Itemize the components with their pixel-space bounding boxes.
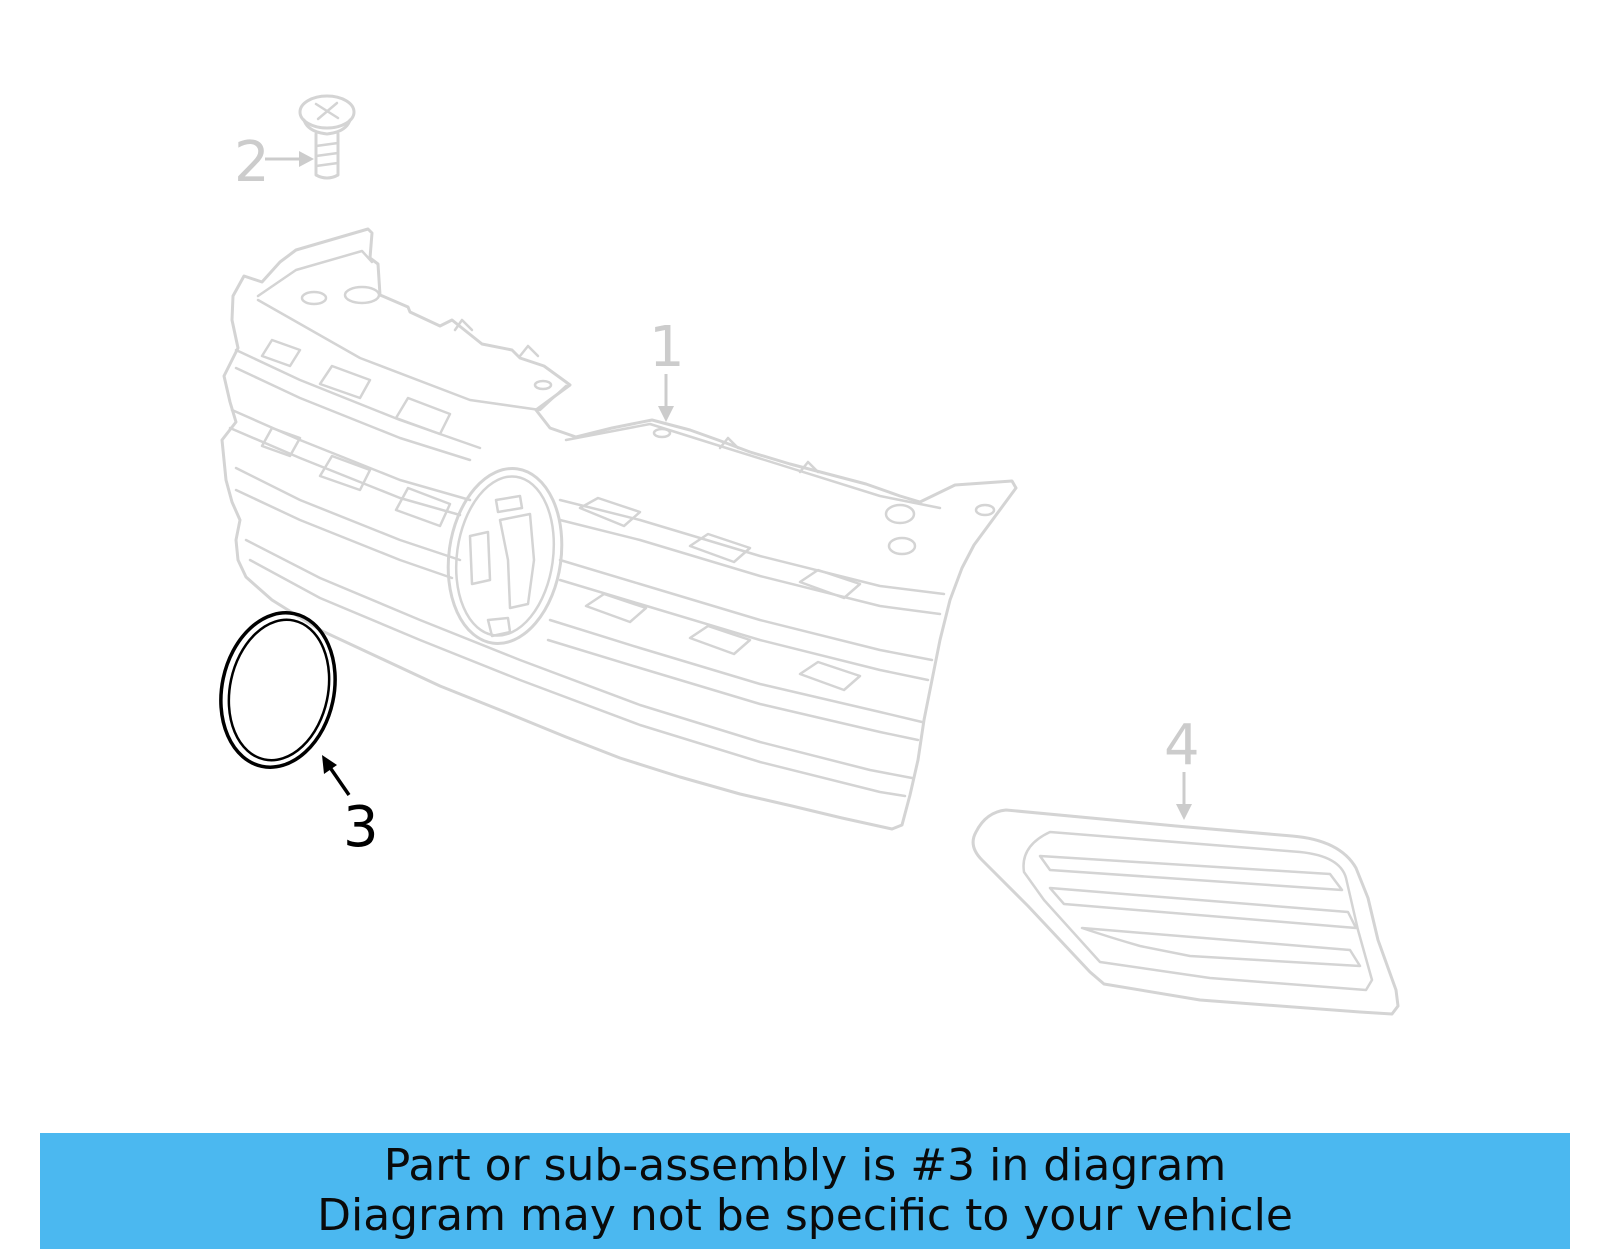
callout-arrow-1: [658, 374, 674, 422]
info-banner: Part or sub-assembly is #3 in diagram Di…: [40, 1133, 1570, 1249]
callout-arrow-4: [1176, 772, 1192, 820]
banner-line-part-number: Part or sub-assembly is #3 in diagram: [383, 1140, 1227, 1191]
screw-icon: [298, 94, 356, 180]
callout-label-4: 4: [1164, 713, 1200, 778]
emblem-ring-icon: [219, 611, 337, 769]
callout-label-1: 1: [649, 315, 685, 380]
callout-label-2: 2: [234, 130, 270, 195]
callout-arrow-2: [265, 151, 314, 167]
side-vent-grille-icon: [971, 808, 1400, 1016]
callout-label-3: 3: [343, 795, 379, 860]
callout-arrow-3: [322, 755, 351, 796]
banner-line-disclaimer: Diagram may not be specific to your vehi…: [317, 1190, 1293, 1241]
front-grille-icon: [220, 227, 1018, 831]
